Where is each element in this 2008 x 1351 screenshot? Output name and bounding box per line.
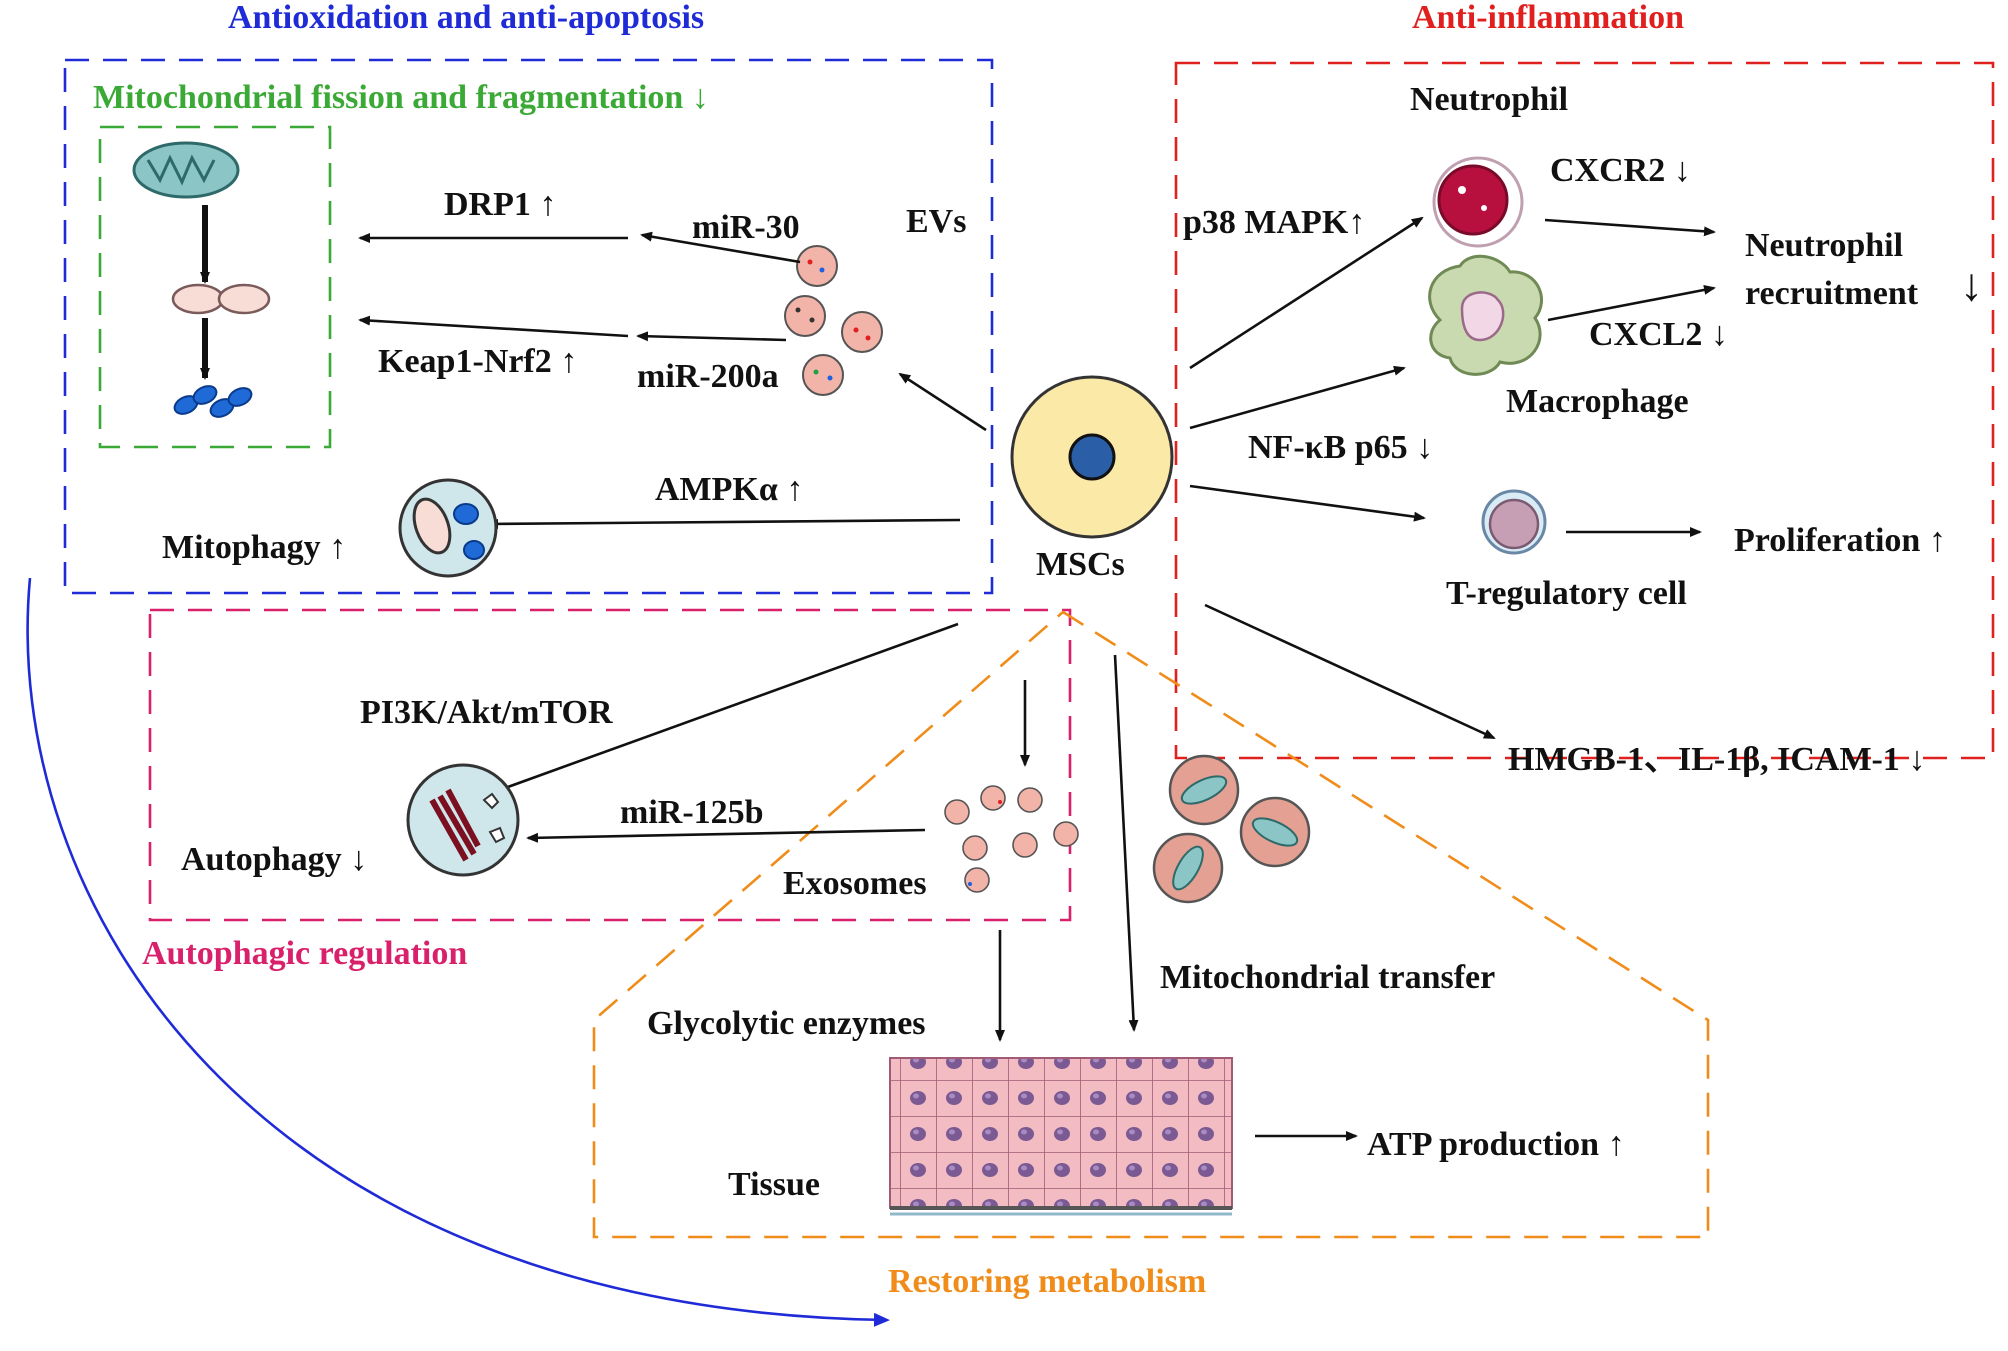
macrophage-cell-icon: [1428, 254, 1543, 376]
hmgb-label: HMGB-1、IL-1β, ICAM-1 ↓: [1508, 741, 1925, 778]
pi3k-label: PI3K/Akt/mTOR: [360, 694, 613, 731]
cxcr2-label: CXCR2 ↓: [1550, 152, 1691, 189]
mito-transfer-icon: [1152, 754, 1311, 904]
autophagy-icon: [406, 763, 520, 877]
mir125b-label: miR-125b: [620, 794, 764, 831]
exosomes-icon: [944, 785, 1079, 893]
curved-connector-arrow: [26, 577, 890, 1327]
mitophagy-icon: [398, 478, 498, 578]
antiinflam-box: [1174, 61, 1995, 760]
arrow-msc-to-mitophagy: [486, 518, 961, 529]
autophagy-label: Autophagy ↓: [181, 841, 367, 878]
antiinflam-title: Anti-inflammation: [1412, 0, 1684, 36]
exosomes-label: Exosomes: [783, 865, 927, 902]
nfkb-label: NF-κB p65 ↓: [1248, 429, 1433, 466]
macrophage-label: Macrophage: [1506, 383, 1689, 420]
drp1-label: DRP1 ↑: [444, 186, 556, 223]
arrow-evs-to-mir200a: [636, 331, 787, 342]
neutrophil-title: Neutrophil: [1410, 81, 1568, 118]
msc-cell-icon: [1010, 375, 1174, 539]
arrow-msc-to-macrophage: [1189, 365, 1406, 430]
atp-label: ATP production ↑: [1367, 1126, 1625, 1163]
autophagic-title: Autophagic regulation: [142, 935, 467, 972]
evs-icon: [784, 245, 883, 396]
mito-fission-inner-box: [98, 125, 332, 449]
arrow-evs-to-mir30: [640, 231, 801, 264]
prolif-label: Proliferation ↑: [1734, 522, 1946, 559]
neutrophil-cell-icon: [1432, 156, 1524, 248]
cxcl2-label: CXCL2 ↓: [1589, 316, 1728, 353]
tissue-icon: [889, 1057, 1233, 1216]
keap-label: Keap1-Nrf2 ↑: [378, 343, 577, 380]
glyco-label: Glycolytic enzymes: [647, 1005, 926, 1042]
mir30-label: miR-30: [692, 209, 800, 246]
fragments-icon: [173, 385, 253, 418]
arrow-msc-to-hmgb: [1204, 603, 1496, 740]
metabolism-box: [592, 610, 1710, 1239]
tissue-label: Tissue: [728, 1166, 820, 1203]
recruit-label-2: recruitment: [1745, 275, 1919, 312]
recruit-label-1: Neutrophil: [1745, 227, 1903, 264]
treg-label: T-regulatory cell: [1446, 575, 1687, 612]
recruit-down-arrow: ↓: [1960, 259, 1983, 310]
antiox-box: [63, 58, 994, 595]
fragmented-mitochondria-icon: [171, 283, 271, 315]
mito-transfer-label: Mitochondrial transfer: [1160, 959, 1495, 996]
mir200a-label: miR-200a: [637, 358, 779, 395]
antiox-title: Antioxidation and anti-apoptosis: [228, 0, 704, 36]
arrow-mir200a-to-keap: [358, 315, 629, 338]
evs-label: EVs: [906, 203, 966, 240]
p38-label: p38 MAPK↑: [1183, 204, 1365, 241]
arrow-msc-to-tissue-transfer: [1113, 654, 1139, 1032]
arrow-msc-to-neutrophil: [1189, 216, 1424, 370]
arrow-neutrophil-to-recruit: [1544, 218, 1716, 237]
mitochondrion-icon: [132, 141, 240, 199]
arrow-msc-to-autophagy: [492, 622, 959, 794]
ampk-label: AMPKα ↑: [655, 471, 803, 508]
treg-cell-icon: [1481, 489, 1547, 555]
autophagic-box: [148, 608, 1072, 922]
arrow-exosomes-to-autophagy: [526, 828, 926, 843]
arrow-macrophage-to-recruit: [1547, 284, 1716, 322]
mito-fission-title: Mitochondrial fission and fragmentation …: [93, 79, 709, 116]
msc-label: MSCs: [1036, 546, 1125, 583]
arrow-msc-to-treg: [1189, 484, 1426, 522]
arrow-msc-to-evs: [898, 372, 987, 432]
mitophagy-label: Mitophagy ↑: [162, 529, 346, 566]
metabolism-title: Restoring metabolism: [888, 1263, 1206, 1300]
